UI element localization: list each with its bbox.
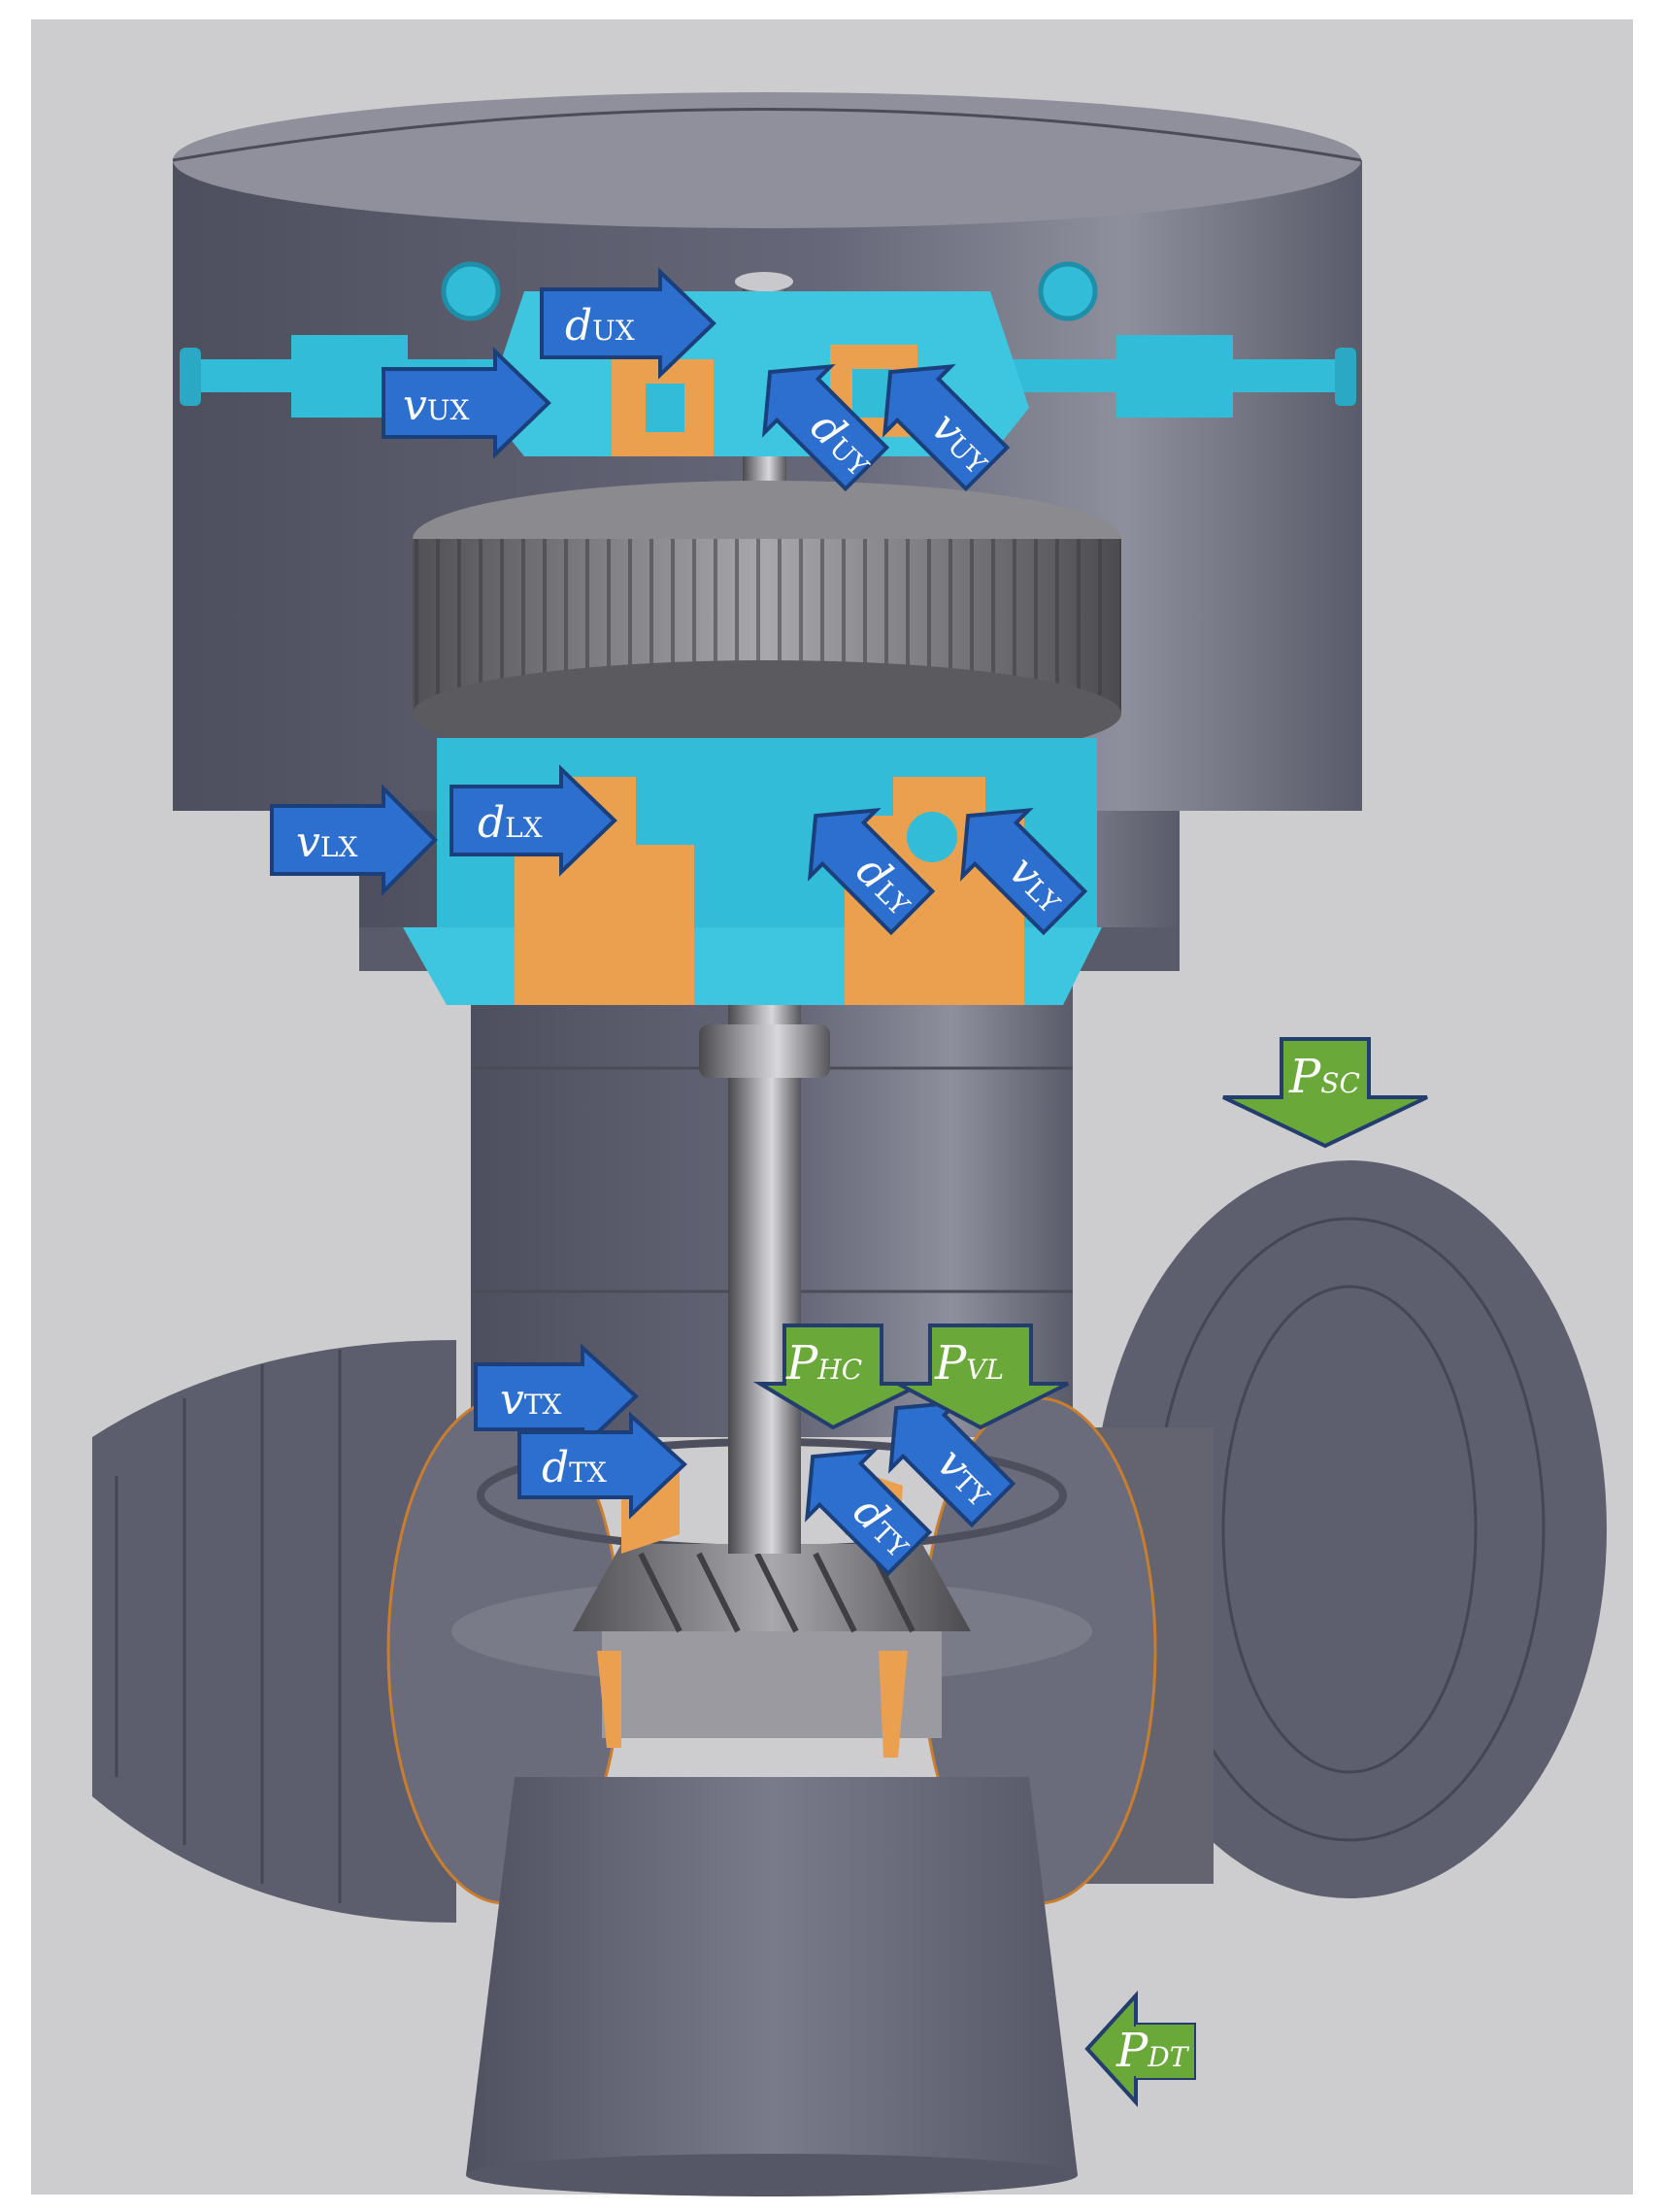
label-vUX-sub: UX [427, 394, 470, 426]
label-PVL-sub: VL [966, 1354, 1004, 1386]
svg-text:PDT: PDT [1115, 2024, 1190, 2078]
label-dUX-main: d [565, 301, 592, 351]
svg-text:vTX: vTX [500, 1375, 562, 1424]
arrow-PSC: PSC [1222, 1037, 1428, 1149]
label-dLX-sub: LX [505, 812, 543, 844]
turbine-runner [573, 1544, 971, 1633]
svg-text:dUX: dUX [565, 301, 635, 351]
label-dLX-main: d [478, 798, 505, 848]
generator-rotor [413, 481, 1121, 767]
label-vLX-sub: LX [320, 831, 358, 863]
arrow-dTX: dTX [517, 1411, 687, 1520]
draft-tube [466, 1777, 1078, 2196]
svg-text:vUX: vUX [403, 381, 469, 430]
arrow-dLX: dLX [449, 764, 617, 877]
spiral-case [92, 1160, 1607, 1923]
label-dTX-main: d [542, 1443, 569, 1492]
arrow-vLX: vLX [270, 784, 438, 896]
label-dTX-sub: TX [569, 1457, 607, 1489]
arrow-PDT: PDT [1084, 1990, 1196, 2108]
svg-text:vLX: vLX [296, 818, 357, 867]
arrow-PHC: PHC [752, 1324, 923, 1430]
svg-text:dTX: dTX [542, 1443, 607, 1492]
label-PSC-sub: SC [1320, 1067, 1360, 1099]
label-PVL-main: P [934, 1336, 967, 1391]
arrow-vTX: vTX [474, 1343, 639, 1452]
arrow-vUX: vUX [382, 347, 551, 459]
arrow-vTY: vTY [887, 1399, 1016, 1528]
svg-text:PVL: PVL [934, 1336, 1004, 1391]
arrow-vUY: vUY [882, 363, 1011, 492]
label-PHC-sub: HC [816, 1354, 862, 1386]
label-PDT-sub: DT [1147, 2041, 1189, 2073]
arrow-dLY: dLY [807, 807, 936, 936]
label-dUX-sub: UX [592, 315, 635, 347]
label-vTX-sub: TX [524, 1389, 562, 1421]
arrow-PVL: PVL [897, 1324, 1069, 1430]
label-vTX-main: v [500, 1375, 524, 1424]
label-PDT-main: P [1115, 2024, 1148, 2078]
svg-text:dLX: dLX [478, 798, 543, 848]
svg-text:PSC: PSC [1288, 1050, 1360, 1104]
label-vUX-main: v [403, 381, 427, 430]
label-PHC-main: P [785, 1336, 818, 1391]
label-PSC-main: P [1288, 1050, 1321, 1104]
arrow-vLY: vLY [959, 807, 1088, 936]
svg-text:PHC: PHC [785, 1336, 862, 1391]
label-vLX-main: v [296, 818, 320, 867]
arrow-dUX: dUX [540, 267, 716, 380]
arrow-dTY: dTY [804, 1448, 933, 1577]
